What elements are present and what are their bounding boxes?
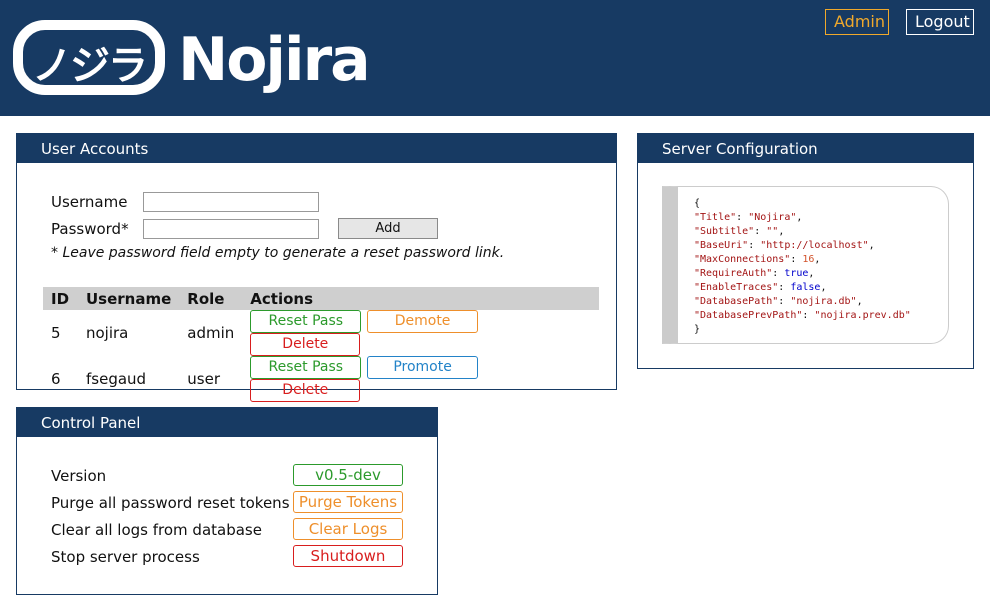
column-header-username: Username <box>78 287 180 310</box>
user-accounts-title: User Accounts <box>17 134 616 163</box>
config-key: "BaseUri" <box>694 240 749 251</box>
config-value: "Nojira" <box>748 212 797 223</box>
config-line: "Title": "Nojira", <box>694 212 803 223</box>
users-table: ID Username Role Actions 5 nojira admin … <box>43 287 600 402</box>
user-role: user <box>187 370 221 388</box>
logo-katakana: ノジラ <box>32 43 148 89</box>
table-row: 5 nojira admin Reset Pass Demote Delete <box>43 310 599 356</box>
logo-badge: ノジラ <box>13 20 165 95</box>
config-json-block: { "Title": "Nojira", "Subtitle": "", "Base… <box>662 186 949 344</box>
demote-button[interactable]: Demote <box>367 310 479 333</box>
delete-user-button[interactable]: Delete <box>250 333 361 356</box>
reset-pass-button[interactable]: Reset Pass <box>250 356 362 379</box>
delete-user-button[interactable]: Delete <box>250 379 361 402</box>
shutdown-label: Stop server process <box>51 548 200 566</box>
config-value: true <box>784 268 809 279</box>
config-value: "" <box>766 226 779 237</box>
logo-wordmark: Nojira <box>178 25 371 95</box>
config-key: "Subtitle" <box>694 226 755 237</box>
config-line: "DatabasePrevPath": "nojira.prev.db" <box>694 310 911 321</box>
config-line: "MaxConnections": 16, <box>694 254 821 265</box>
user-role: admin <box>187 324 235 342</box>
column-header-role: Role <box>179 287 243 310</box>
version-badge: v0.5-dev <box>293 464 403 486</box>
config-open-brace: { <box>694 198 701 209</box>
promote-button[interactable]: Promote <box>367 356 479 379</box>
table-header-row: ID Username Role Actions <box>43 287 600 310</box>
config-line: "EnableTraces": false, <box>694 282 827 293</box>
password-note: * Leave password field empty to generate… <box>51 245 505 261</box>
config-line: "DatabasePath": "nojira.db", <box>694 296 863 307</box>
version-label: Version <box>51 467 107 485</box>
config-value: 16 <box>802 254 815 265</box>
user-username: fsegaud <box>86 370 147 388</box>
user-id: 6 <box>51 370 61 388</box>
password-label: Password* <box>51 220 129 238</box>
config-line: "Subtitle": "", <box>694 226 785 237</box>
username-label: Username <box>51 193 128 211</box>
username-input[interactable] <box>143 192 319 212</box>
config-key: "DatabasePrevPath" <box>694 310 803 321</box>
purge-tokens-label: Purge all password reset tokens <box>51 494 290 512</box>
column-header-id: ID <box>43 287 78 310</box>
server-configuration-panel: Server Configuration { "Title": "Nojira"… <box>637 133 974 369</box>
config-key: "Title" <box>694 212 737 223</box>
config-key: "MaxConnections" <box>694 254 791 265</box>
table-row: 6 fsegaud user Reset Pass Promote Delete <box>43 356 599 402</box>
clear-logs-button[interactable]: Clear Logs <box>293 518 403 540</box>
user-id: 5 <box>51 324 61 342</box>
shutdown-button[interactable]: Shutdown <box>293 545 403 567</box>
config-key: "DatabasePath" <box>694 296 779 307</box>
config-value: "nojira.prev.db" <box>814 310 911 321</box>
user-accounts-panel: User Accounts Username Password* Add * L… <box>16 133 617 402</box>
purge-tokens-button[interactable]: Purge Tokens <box>293 491 403 513</box>
config-line: "BaseUri": "http://localhost", <box>694 240 875 251</box>
control-panel-title: Control Panel <box>17 408 437 437</box>
user-actions: Reset Pass Promote Delete <box>242 356 599 402</box>
server-configuration-title: Server Configuration <box>638 134 973 163</box>
control-panel: Control Panel Version v0.5-dev Purge all… <box>16 407 438 595</box>
config-value: "http://localhost" <box>760 240 869 251</box>
reset-pass-button[interactable]: Reset Pass <box>250 310 362 333</box>
column-header-actions: Actions <box>242 287 600 310</box>
config-line: "RequireAuth": true, <box>694 268 815 279</box>
config-value: "nojira.db" <box>790 296 857 307</box>
config-value: false <box>790 282 821 293</box>
password-input[interactable] <box>143 219 319 239</box>
config-close-brace: } <box>694 324 701 335</box>
top-header: ノジラ Nojira Admin Logout <box>0 0 990 116</box>
logout-button[interactable]: Logout <box>906 9 974 35</box>
user-username: nojira <box>86 324 129 342</box>
admin-link[interactable]: Admin <box>825 9 889 35</box>
config-key: "RequireAuth" <box>694 268 773 279</box>
clear-logs-label: Clear all logs from database <box>51 521 262 539</box>
user-actions: Reset Pass Demote Delete <box>242 310 599 356</box>
add-user-button[interactable]: Add <box>338 218 438 239</box>
config-key: "EnableTraces" <box>694 282 779 293</box>
